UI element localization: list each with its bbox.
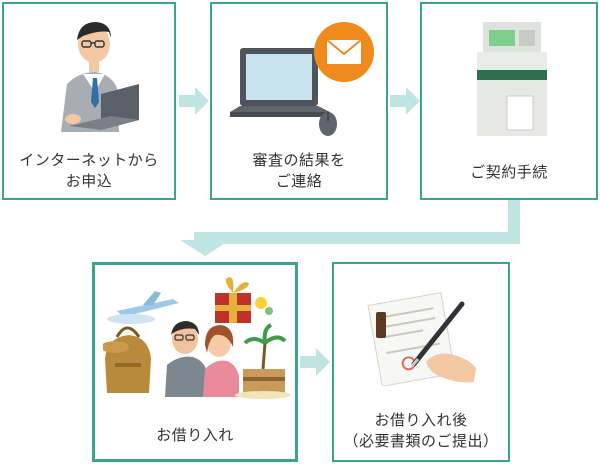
arrow-right-icon: [300, 348, 330, 376]
step-after-borrowing: お借り入れ後 （必要書類のご提出）: [332, 262, 510, 462]
arrow-right-icon: [390, 87, 420, 115]
step-borrowing: お借り入れ: [92, 262, 298, 462]
step-label: インターネットから お申込: [19, 151, 159, 190]
step-online-application: インターネットから お申込: [2, 2, 176, 200]
step-contract-procedure: ご契約手続: [420, 2, 598, 200]
step-label: ご契約手続: [470, 163, 548, 181]
travel-gifts-couple-icon: [103, 277, 291, 399]
step-screening-result: 審査の結果を ご連絡: [210, 2, 388, 200]
arrow-down-return-icon: [180, 200, 520, 256]
atm-machine-icon: [477, 22, 547, 136]
step-label: 審査の結果を ご連絡: [252, 151, 346, 190]
arrow-right-icon: [179, 87, 209, 115]
laptop-mail-icon: [230, 22, 374, 136]
step-label: お借り入れ後 （必要書類のご提出）: [343, 411, 499, 450]
step-label: お借り入れ: [156, 426, 234, 444]
man-with-laptop-icon: [61, 22, 139, 132]
document-signing-icon: [367, 292, 476, 386]
